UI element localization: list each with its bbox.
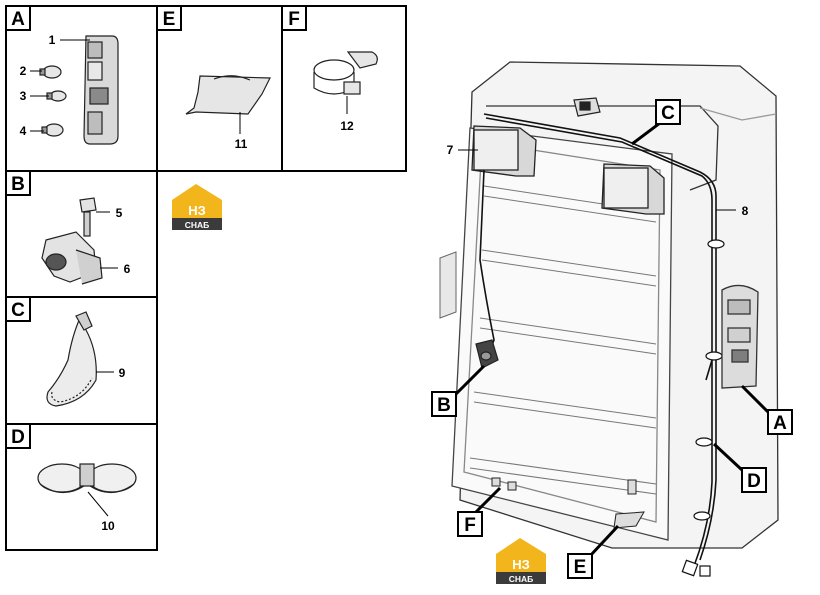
callout-e-box <box>567 553 593 579</box>
part-5-label: 5 <box>116 206 123 220</box>
panel-d-frame <box>5 423 158 551</box>
panel-b-leaders <box>96 211 118 269</box>
detail-panels <box>5 5 407 551</box>
panel-b-illustration <box>41 197 103 285</box>
callout-b-box <box>431 391 457 417</box>
harness-clip-b <box>475 339 499 369</box>
brand-logo-bottom: НЗ СНАБ <box>496 538 546 584</box>
logo-gold-block <box>496 554 546 572</box>
logo-roof <box>496 538 546 554</box>
callout-d-leader <box>712 442 744 472</box>
part-10-leader <box>87 491 109 517</box>
part-1-label: 1 <box>49 33 56 47</box>
logo-gold-block <box>172 200 222 218</box>
brand-logo-top: НЗ СНАБ <box>172 184 222 230</box>
logo-roof <box>172 184 222 200</box>
callout-a-leader <box>740 384 770 414</box>
part-10-label: 10 <box>101 519 115 533</box>
panel-f-letter: F <box>288 9 300 30</box>
wire-harness <box>479 113 717 567</box>
callout-a-letter: A <box>773 413 787 434</box>
panel-a-tab: A <box>5 5 31 31</box>
logo-mark: НЗ <box>188 203 206 218</box>
panel-e-tab: E <box>156 5 182 31</box>
window-slats <box>469 185 657 495</box>
harness-connectors <box>681 559 711 577</box>
callout-b-leader <box>454 364 486 396</box>
panel-c-tab: C <box>5 296 31 322</box>
cab-rear-window <box>451 127 673 541</box>
work-lamp-left <box>471 125 537 177</box>
panel-d-letter: D <box>11 427 25 448</box>
work-lamp-right <box>601 163 665 215</box>
logo-dark-band <box>496 572 546 584</box>
callout-f-box <box>457 511 483 537</box>
callout-f-leader <box>474 486 502 514</box>
panel-b-letter: B <box>11 174 25 195</box>
panel-letter-tabs: A E F B C D <box>5 5 307 449</box>
side-flap <box>439 251 457 319</box>
panel-a-lamp-illustration <box>39 35 119 145</box>
panel-d-tab: D <box>5 423 31 449</box>
callout-e-letter: E <box>574 557 587 578</box>
logo-mark: НЗ <box>512 557 530 572</box>
callout-d-box <box>741 467 767 493</box>
side-tail-lamp <box>721 284 759 389</box>
panel-d-double-clamp-illustration <box>37 463 137 494</box>
bottom-bolts <box>491 477 637 495</box>
part-8-label: 8 <box>742 204 749 218</box>
panel-c-letter: C <box>11 300 25 321</box>
logo-dark-band <box>172 218 222 230</box>
callout-e-leader <box>588 524 620 558</box>
logo-word: СНАБ <box>509 574 534 584</box>
panel-c-cable-tie-illustration <box>46 311 97 407</box>
logo-word: СНАБ <box>185 220 210 230</box>
callout-c-box <box>655 99 681 125</box>
callout-a-box <box>767 409 793 435</box>
callout-d-letter: D <box>747 471 761 492</box>
part-3-label: 3 <box>20 89 27 103</box>
panel-f-clamp-illustration <box>313 51 378 95</box>
part-2-label: 2 <box>20 64 27 78</box>
panel-e-letter: E <box>163 9 176 30</box>
callout-c-letter: C <box>661 103 675 124</box>
part-12-label: 12 <box>340 119 354 133</box>
callout-b-letter: B <box>437 395 451 416</box>
part-9-label: 9 <box>119 366 126 380</box>
panel-f-frame <box>281 5 407 172</box>
roof-switch <box>573 97 601 117</box>
harness-clips <box>693 239 725 521</box>
panel-a-letter: A <box>11 9 25 30</box>
panel-a-leaders <box>30 39 90 132</box>
part-4-label: 4 <box>20 124 27 138</box>
part-11-label: 11 <box>235 137 248 151</box>
part-6-label: 6 <box>124 262 131 276</box>
panel-f-tab: F <box>281 5 307 31</box>
bottom-bracket <box>613 511 645 529</box>
panel-b-tab: B <box>5 170 31 196</box>
part-7-label: 7 <box>447 143 454 157</box>
callout-f-letter: F <box>464 515 476 536</box>
panel-e-bracket-illustration <box>185 75 271 115</box>
